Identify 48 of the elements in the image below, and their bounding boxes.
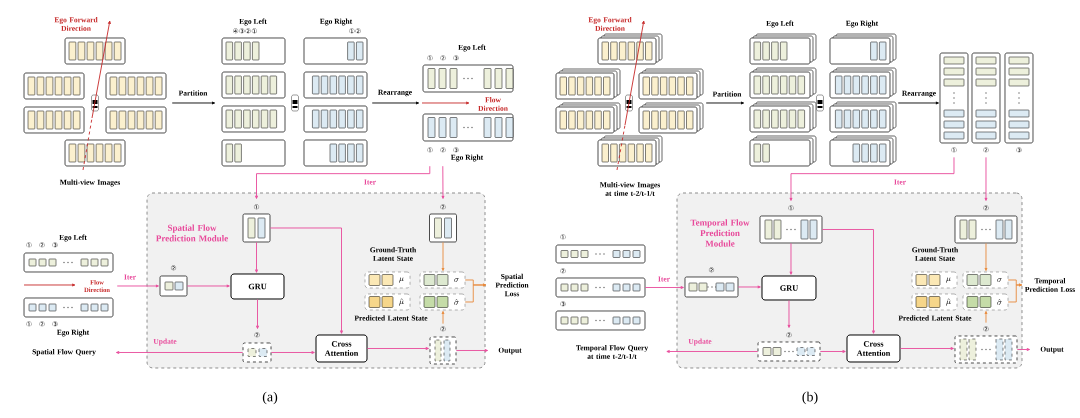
latent-state-box: $\mu$	[911, 271, 958, 289]
arrow	[441, 165, 445, 199]
arrow	[186, 284, 230, 288]
arrow	[789, 242, 793, 275]
panel-label: (a)	[262, 391, 278, 405]
latent-state-box: $\hat{\sigma}$	[419, 293, 466, 311]
arrow	[455, 349, 489, 352]
arrow	[789, 156, 955, 201]
arrow	[115, 351, 244, 354]
arrow	[371, 101, 420, 105]
arrow	[270, 351, 315, 354]
arrow	[984, 156, 988, 201]
arrow	[367, 347, 429, 350]
attention-box: Cross Attention	[315, 334, 368, 363]
arrow	[464, 283, 487, 303]
latent-state-box: $\hat{\mu}$	[911, 293, 958, 311]
arrow	[666, 350, 759, 353]
arrow	[441, 241, 445, 272]
panel-label: (b)	[802, 391, 818, 405]
latent-state-box: $\sigma$	[962, 271, 1009, 289]
arrow	[819, 350, 846, 353]
arrow	[737, 285, 761, 289]
arrow	[821, 229, 875, 334]
arrow	[1007, 283, 1023, 303]
arrow	[171, 101, 216, 105]
arrow	[984, 310, 988, 324]
arrow	[116, 284, 159, 288]
arrow	[269, 227, 343, 334]
latent-state-box: $\hat{\sigma}$	[962, 293, 1009, 311]
arrow	[897, 101, 939, 105]
arrow	[255, 241, 258, 273]
arrow	[705, 101, 745, 105]
arrow	[256, 299, 259, 329]
latent-state-box: $\mu$	[364, 271, 411, 289]
attention-box: Cross Attention	[846, 334, 901, 363]
arrow	[984, 242, 988, 272]
latent-state-box: $\hat{\mu}$	[364, 293, 411, 311]
module-title: Temporal Flow Prediction Module	[690, 219, 750, 247]
module-title: Spatial Flow Prediction Module	[156, 224, 228, 242]
arrow	[441, 310, 445, 325]
arrow	[900, 347, 954, 350]
arrow	[1016, 348, 1031, 351]
gru-box: GRU	[761, 275, 817, 301]
arrow	[787, 300, 791, 328]
gru-box: GRU	[230, 273, 285, 300]
arrow	[644, 286, 684, 289]
latent-state-box: $\sigma$	[419, 271, 466, 289]
arrow	[255, 165, 431, 199]
